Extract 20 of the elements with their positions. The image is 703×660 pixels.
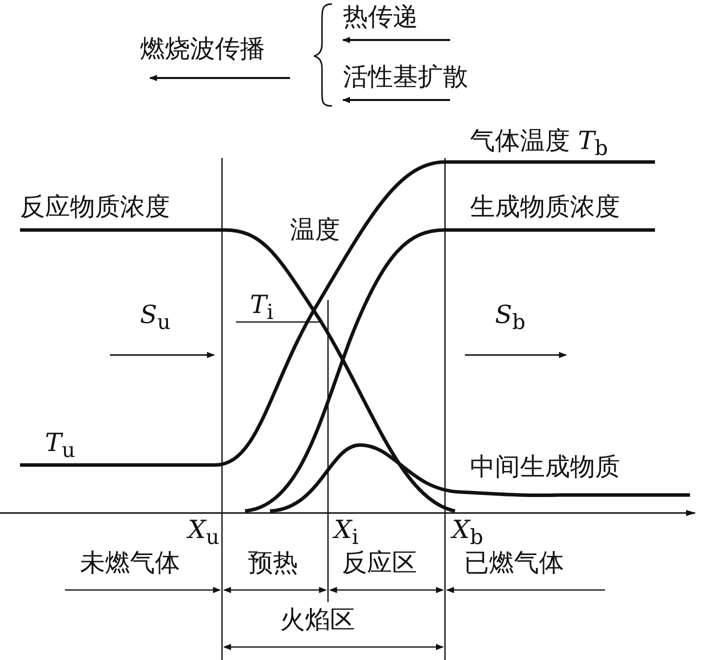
zone-label: 火焰区 <box>280 605 355 635</box>
curve-label: 中间生成物质 <box>470 452 620 482</box>
curve-label: 气体温度 T$_{b}$ <box>470 126 608 162</box>
zone-label: 已燃气体 <box>464 548 564 578</box>
point-label: T$_{i}$ <box>250 290 274 326</box>
curve-label: T$_{u}$ <box>45 428 76 464</box>
zone-label: 反应区 <box>342 548 417 578</box>
position-label: X$_{b}$ <box>452 515 484 551</box>
curve-label: 温度 <box>290 215 340 245</box>
zone-label: 未燃气体 <box>80 548 180 578</box>
velocity-label: S$_{b}$ <box>495 300 526 336</box>
curve-label: 生成物质浓度 <box>470 192 620 222</box>
process-label: 活性基扩散 <box>343 62 468 92</box>
direction-label: 燃烧波传播 <box>140 34 265 64</box>
position-label: X$_{i}$ <box>334 515 358 550</box>
zone-label: 预热 <box>248 548 298 578</box>
process-label: 热传递 <box>343 2 418 32</box>
position-label: X$_{u}$ <box>188 515 220 551</box>
velocity-label: S$_{u}$ <box>140 300 171 336</box>
curve-label: 反应物质浓度 <box>20 192 170 222</box>
